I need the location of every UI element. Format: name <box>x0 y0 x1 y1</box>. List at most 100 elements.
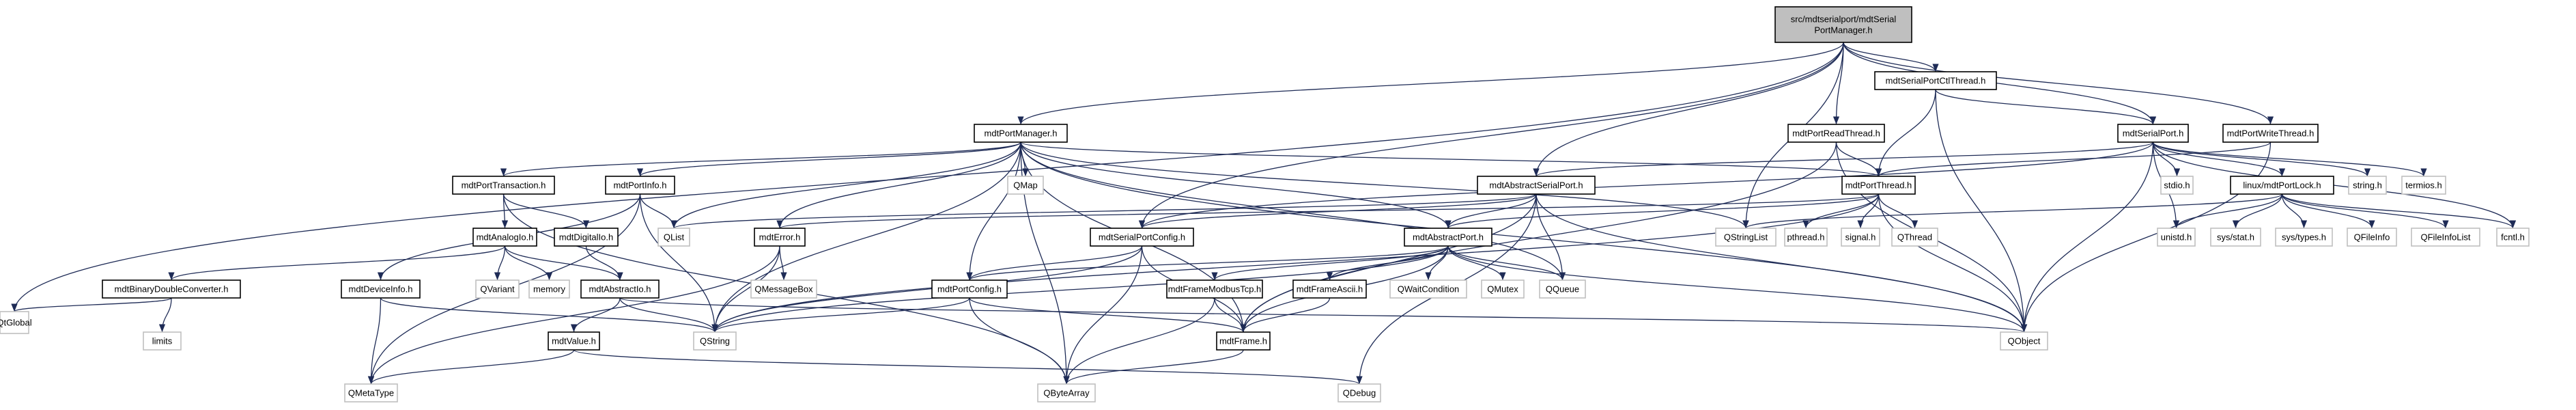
node-mdtBinaryDoubleConverter[interactable]: mdtBinaryDoubleConverter.h <box>102 279 241 299</box>
node-box <box>1389 279 1467 299</box>
node-box <box>2157 228 2196 247</box>
node-box <box>1166 279 1263 299</box>
edge-mdtPortManager-to-mdtPortThread <box>1020 141 1882 177</box>
node-label: mdtDeviceInfo.h <box>349 284 413 295</box>
node-label: mdtPortThread.h <box>1845 180 1912 191</box>
edge-mdtSerialPort-to-string <box>2152 141 2371 177</box>
node-mdtValue[interactable]: mdtValue.h <box>548 331 600 351</box>
node-label: mdtDigitalIo.h <box>559 232 613 243</box>
node-box <box>1539 279 1586 299</box>
node-box <box>344 383 398 402</box>
edge-mdtPortThread-to-signal <box>1857 193 1880 229</box>
node-mdtPortTransaction[interactable]: mdtPortTransaction.h <box>452 176 555 195</box>
nodes-layer: src/mdtserialport/mdtSerialPortManager.h… <box>0 6 2530 402</box>
node-box <box>1841 176 1916 195</box>
node-label: mdtPortReadThread.h <box>1792 128 1880 139</box>
node-label: mdtPortConfig.h <box>937 284 1002 295</box>
edge-mdtPortManager-to-mdtError <box>776 141 1021 229</box>
node-mdtAbstractSerialPort[interactable]: mdtAbstractSerialPort.h <box>1477 176 1596 195</box>
node-mdtDigitalIo[interactable]: mdtDigitalIo.h <box>554 228 619 247</box>
node-label: signal.h <box>1845 232 1876 243</box>
node-label: mdtBinaryDoubleConverter.h <box>115 284 229 295</box>
node-box <box>1216 331 1271 351</box>
node-mdtPortInfo[interactable]: mdtPortInfo.h <box>605 176 675 195</box>
node-box <box>2348 176 2387 195</box>
edge-mdtSerialPort-to-mdtSerialPortConfig <box>1139 141 2154 229</box>
edge-mdtError-to-QMessageBox <box>779 245 787 281</box>
node-QFileInfo: QFileInfo <box>2347 228 2397 247</box>
node-label: mdtFrameAscii.h <box>1297 284 1363 295</box>
node-label: QMutex <box>1487 284 1518 295</box>
node-label: QVariant <box>480 284 515 295</box>
node-label: QtGlobal <box>0 318 32 328</box>
node-label: PortManager.h <box>1814 25 1872 36</box>
node-label: QByteArray <box>1043 388 1090 398</box>
node-label: QQueue <box>1546 284 1579 295</box>
node-label: memory <box>533 284 565 295</box>
edge-root-to-mdtPortReadThread <box>1832 42 1844 125</box>
edge-linuxPortLock-to-QFileInfo <box>2281 193 2375 229</box>
node-box <box>548 331 600 351</box>
node-mdtError[interactable]: mdtError.h <box>754 228 806 247</box>
edge-mdtDigitalIo-to-mdtAbstractIo <box>585 245 623 281</box>
node-box <box>1292 279 1367 299</box>
edge-root-to-mdtPortManager <box>1017 42 1844 125</box>
node-mdtPortReadThread[interactable]: mdtPortReadThread.h <box>1787 124 1885 143</box>
node-mdtPortManager[interactable]: mdtPortManager.h <box>974 124 1068 143</box>
node-box <box>657 228 690 247</box>
node-box <box>2401 176 2446 195</box>
node-box <box>143 331 182 351</box>
node-label: mdtSerialPortConfig.h <box>1099 232 1185 243</box>
node-label: sys/stat.h <box>2217 232 2254 243</box>
edge-root-to-mdtPortWriteThread <box>1843 42 2274 125</box>
edge-mdtAbstractSerialPort-to-QList <box>670 193 1537 229</box>
node-box <box>605 176 675 195</box>
node-box <box>1874 71 1997 90</box>
node-mdtPortWriteThread[interactable]: mdtPortWriteThread.h <box>2222 124 2319 143</box>
node-label: mdtPortWriteThread.h <box>2227 128 2315 139</box>
node-box <box>750 279 817 299</box>
node-QMutex: QMutex <box>1481 279 1525 299</box>
node-label: QMetaType <box>348 388 394 398</box>
node-label: termios.h <box>2405 180 2441 191</box>
edge-mdtAbstractPort-to-mdtFrameModbusTcp <box>1211 245 1449 281</box>
node-mdtSerialPortCtlThread[interactable]: mdtSerialPortCtlThread.h <box>1874 71 1997 90</box>
node-box <box>1787 124 1885 143</box>
node-mdtFrameModbusTcp[interactable]: mdtFrameModbusTcp.h <box>1166 279 1263 299</box>
node-mdtFrame[interactable]: mdtFrame.h <box>1216 331 1271 351</box>
edge-mdtAbstractSerialPort-to-QQueue <box>1535 193 1566 281</box>
node-box <box>1784 228 1828 247</box>
node-mdtAbstractPort[interactable]: mdtAbstractPort.h <box>1404 228 1492 247</box>
node-unistd: unistd.h <box>2157 228 2196 247</box>
node-box <box>2230 176 2334 195</box>
node-box <box>1090 228 1194 247</box>
edge-mdtAbstractPort-to-QString <box>711 245 1449 333</box>
edge-mdtPortThread-to-mdtError <box>777 193 1880 229</box>
node-label: QObject <box>2008 336 2041 346</box>
node-box <box>1037 383 1096 402</box>
node-mdtPortThread[interactable]: mdtPortThread.h <box>1841 176 1916 195</box>
node-mdtAnalogIo[interactable]: mdtAnalogIo.h <box>472 228 537 247</box>
node-box <box>931 279 1008 299</box>
node-mdtDeviceInfo[interactable]: mdtDeviceInfo.h <box>341 279 421 299</box>
node-box <box>452 176 555 195</box>
node-label: stdio.h <box>2164 180 2190 191</box>
node-mdtAbstractIo[interactable]: mdtAbstractIo.h <box>580 279 660 299</box>
edge-linuxPortLock-to-sysstat <box>2232 193 2283 229</box>
node-label: fcntl.h <box>2501 232 2525 243</box>
node-mdtFrameAscii[interactable]: mdtFrameAscii.h <box>1292 279 1367 299</box>
node-label: unistd.h <box>2161 232 2192 243</box>
edge-mdtFrameModbusTcp-to-mdtFrame <box>1214 297 1247 333</box>
node-mdtPortConfig[interactable]: mdtPortConfig.h <box>931 279 1008 299</box>
node-mdtSerialPortConfig[interactable]: mdtSerialPortConfig.h <box>1090 228 1194 247</box>
node-QMap: QMap <box>1007 176 1044 195</box>
edges-layer <box>11 42 2517 385</box>
node-label: mdtFrame.h <box>1219 336 1267 346</box>
node-linuxPortLock[interactable]: linux/mdtPortLock.h <box>2230 176 2334 195</box>
node-QVariant: QVariant <box>475 279 520 299</box>
edge-mdtAbstractPort-to-QMutex <box>1447 245 1506 281</box>
edge-root-to-mdtSerialPortConfig <box>1138 42 1844 229</box>
edge-mdtPortThread-to-pthread <box>1802 193 1880 229</box>
node-mdtSerialPort[interactable]: mdtSerialPort.h <box>2117 124 2189 143</box>
